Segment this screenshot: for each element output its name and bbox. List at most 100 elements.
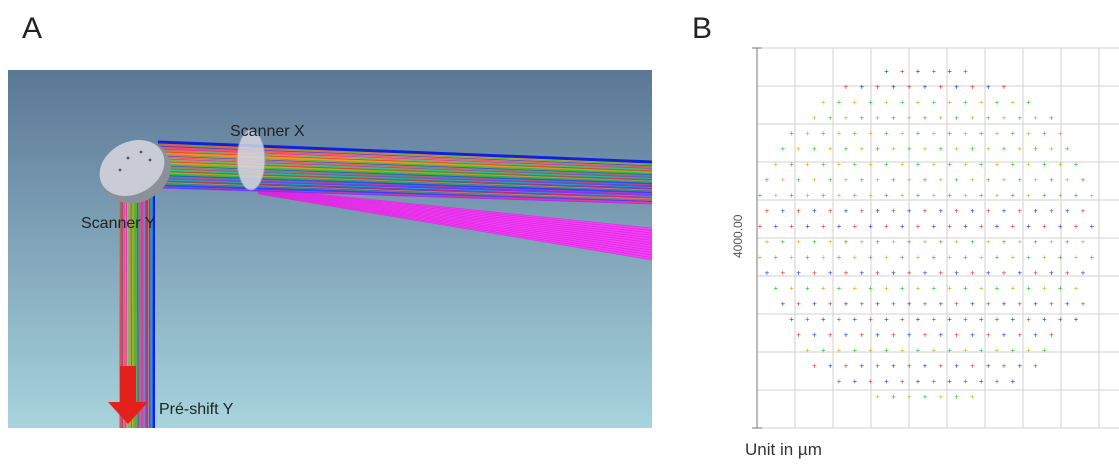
- spot-dot: +: [1058, 253, 1063, 262]
- spot-dot: +: [900, 315, 905, 324]
- spot-dot: +: [1010, 346, 1015, 355]
- spot-dot: +: [963, 377, 968, 386]
- ray-line: [257, 192, 652, 253]
- spot-dot: +: [868, 129, 873, 138]
- spot-dot: +: [986, 269, 991, 278]
- spot-dot: +: [773, 191, 778, 200]
- spot-dot: +: [947, 377, 952, 386]
- spot-dot: +: [1026, 98, 1031, 107]
- ray-line: [157, 179, 652, 197]
- spot-dot: +: [868, 315, 873, 324]
- spot-dot: +: [805, 315, 810, 324]
- ray-line: [157, 184, 652, 202]
- spot-dot: +: [1010, 253, 1015, 262]
- spot-dot: +: [900, 346, 905, 355]
- spot-dot: +: [1017, 269, 1022, 278]
- spot-dot: +: [844, 83, 849, 92]
- ray-line: [143, 189, 146, 428]
- ray-line: [138, 189, 141, 428]
- spot-dot: +: [1074, 284, 1079, 293]
- spot-dot: +: [963, 67, 968, 76]
- scanner-y-mirror: [99, 140, 171, 204]
- spot-dot: +: [916, 129, 921, 138]
- spot-dot: +: [884, 315, 889, 324]
- background: [8, 70, 652, 428]
- spot-dot: +: [837, 284, 842, 293]
- spot-dot: +: [1058, 191, 1063, 200]
- spot-dot: +: [875, 269, 880, 278]
- spot-dot: +: [954, 362, 959, 371]
- spot-dot: +: [916, 67, 921, 76]
- spot-dot: +: [1010, 191, 1015, 200]
- ray-line: [257, 191, 652, 248]
- spot-dot: +: [828, 362, 833, 371]
- spot-dot: +: [1010, 222, 1015, 231]
- spot-dot: +: [970, 238, 975, 247]
- spot-dot: +: [963, 315, 968, 324]
- spot-dot: +: [805, 191, 810, 200]
- spot-dot: +: [954, 176, 959, 185]
- spot-dot: +: [907, 176, 912, 185]
- spot-dot: +: [916, 98, 921, 107]
- spot-dot: +: [891, 362, 896, 371]
- spot-dot: +: [947, 253, 952, 262]
- spot-dot: +: [954, 300, 959, 309]
- ray-line: [151, 189, 154, 428]
- spot-dot: +: [931, 253, 936, 262]
- spot-dot: +: [891, 393, 896, 402]
- spot-dot: +: [1017, 300, 1022, 309]
- spot-dot: +: [796, 207, 801, 216]
- spot-dot: +: [900, 191, 905, 200]
- spot-dot: +: [979, 98, 984, 107]
- spot-dot: +: [891, 300, 896, 309]
- spot-dot: +: [1058, 284, 1063, 293]
- spot-dot: +: [1033, 269, 1038, 278]
- spot-dot: +: [923, 393, 928, 402]
- spot-dot: +: [852, 98, 857, 107]
- spot-dot: +: [979, 160, 984, 169]
- spot-dot: +: [884, 222, 889, 231]
- spot-dot: +: [884, 284, 889, 293]
- panel-b-letter: B: [692, 12, 713, 45]
- spot-dot: +: [812, 269, 817, 278]
- spot-dot: +: [765, 207, 770, 216]
- spot-dot: +: [859, 114, 864, 123]
- spot-dot: +: [828, 207, 833, 216]
- spot-dot: +: [970, 145, 975, 154]
- ray-line: [257, 190, 652, 244]
- spot-dot: +: [828, 300, 833, 309]
- ray-line: [137, 189, 139, 428]
- spot-dot: +: [1010, 284, 1015, 293]
- spot-dot: +: [970, 362, 975, 371]
- spot-dot: +: [868, 284, 873, 293]
- spot-dot: +: [868, 191, 873, 200]
- spot-dot: +: [1026, 315, 1031, 324]
- spot-dot: +: [884, 191, 889, 200]
- spot-dot: +: [938, 238, 943, 247]
- spot-dot: +: [765, 238, 770, 247]
- spot-dot: +: [923, 269, 928, 278]
- spot-dot: +: [916, 377, 921, 386]
- spot-dot: +: [995, 129, 1000, 138]
- scanner-y-label: Scanner Y: [81, 215, 156, 232]
- spot-dot: +: [995, 160, 1000, 169]
- spot-dot: +: [1033, 114, 1038, 123]
- spot-dot: +: [931, 315, 936, 324]
- spot-dot: +: [931, 222, 936, 231]
- spot-dot: +: [1089, 253, 1094, 262]
- spot-dot: +: [796, 331, 801, 340]
- spot-dot: +: [1026, 191, 1031, 200]
- spot-dot: +: [907, 207, 912, 216]
- spot-dot: +: [868, 160, 873, 169]
- spot-dot: +: [875, 393, 880, 402]
- spot-dot: +: [900, 98, 905, 107]
- spot-dot: +: [789, 284, 794, 293]
- spot-dot: +: [780, 269, 785, 278]
- spot-dot: +: [916, 191, 921, 200]
- spot-dot: +: [828, 269, 833, 278]
- spot-dot: +: [907, 393, 912, 402]
- spot-dot: +: [868, 98, 873, 107]
- ray-line: [257, 190, 652, 241]
- spot-dot: +: [923, 207, 928, 216]
- spot-dot: +: [1074, 160, 1079, 169]
